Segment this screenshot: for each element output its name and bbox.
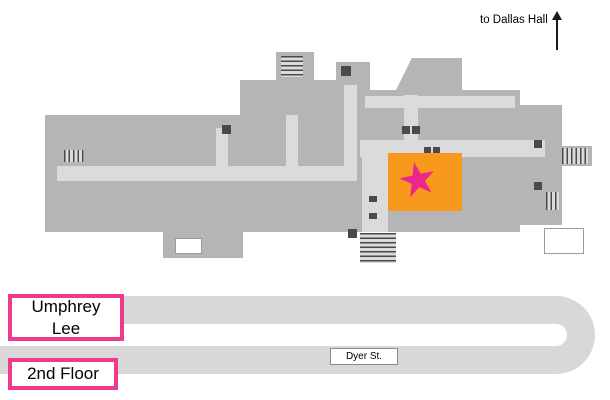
elevator-marker: [402, 126, 410, 134]
highlighted-room: [388, 153, 462, 211]
corridor-main-east: [360, 140, 545, 157]
direction-label: to Dallas Hall: [480, 14, 548, 26]
elevator-marker: [222, 125, 231, 134]
building-name-label: Umphrey Lee: [8, 294, 124, 341]
porch-outline: [544, 228, 584, 254]
elevator-marker: [348, 229, 357, 238]
elevator-marker: [341, 66, 351, 76]
building-name-line1: Umphrey: [31, 297, 101, 317]
up-arrow-icon: [552, 11, 562, 20]
elevator-marker: [534, 182, 542, 190]
street-label: Dyer St.: [345, 351, 383, 362]
corridor-stub-northwest: [216, 128, 228, 166]
corridor-stub-north: [286, 115, 298, 166]
corridor-south-exit: [362, 157, 388, 232]
stairs-icon: [562, 148, 588, 164]
corridor-vertical-center: [344, 85, 357, 181]
floor-label-text: 2nd Floor: [27, 364, 99, 384]
stairs-icon: [281, 56, 303, 77]
door-marker: [433, 147, 440, 153]
stairs-icon: [546, 192, 559, 210]
street-label-box: Dyer St.: [330, 348, 398, 365]
up-arrow-line: [556, 20, 558, 50]
elevator-marker: [412, 126, 420, 134]
elevator-marker: [534, 140, 542, 148]
corridor-north-east: [365, 96, 515, 108]
stairs-icon: [360, 233, 396, 263]
corridor-main-west: [57, 166, 355, 181]
door-marker: [369, 213, 377, 219]
stairs-icon: [64, 150, 84, 162]
floor-label: 2nd Floor: [8, 358, 118, 390]
door-marker: [369, 196, 377, 202]
building-name-line2: Lee: [51, 318, 81, 338]
courtyard-cutout: [175, 238, 202, 254]
door-marker: [424, 147, 431, 153]
